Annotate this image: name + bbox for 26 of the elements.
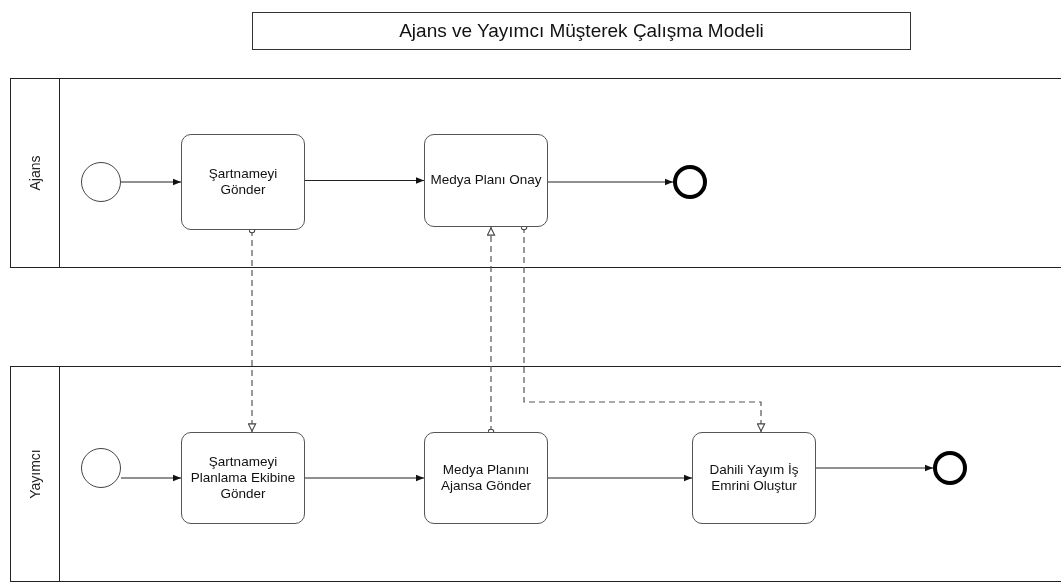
sequence-flow-arrow <box>547 474 693 482</box>
sequence-flow-arrow <box>120 178 182 186</box>
diagram-title: Ajans ve Yayımcı Müşterek Çalışma Modeli <box>399 20 764 42</box>
sequence-flow-arrow <box>304 474 425 482</box>
start-event-circle <box>81 448 121 488</box>
task-box <box>424 432 548 524</box>
sequence-flow-arrow <box>547 178 674 186</box>
sequence-flow-arrow <box>120 474 182 482</box>
lane-label: Ajans <box>27 155 43 191</box>
task-label: Medya Planını Ajansa Gönder <box>439 461 533 495</box>
start-event-circle <box>81 162 121 202</box>
task-label: Dahili Yayım İş Emrini Oluştur <box>708 461 800 495</box>
task-label: Şartnameyi Planlama Ekibine Gönder <box>189 453 297 503</box>
swimlane-pool <box>10 366 1061 582</box>
swimlane-pool <box>10 78 1061 268</box>
task-box <box>181 134 305 230</box>
task-label: Şartnameyi Gönder <box>207 165 279 199</box>
task-box <box>692 432 816 524</box>
lane-label: Yayımcı <box>27 449 43 499</box>
sequence-flow-arrow <box>304 177 425 184</box>
task-box <box>424 134 548 227</box>
task-box <box>181 432 305 524</box>
end-event-circle <box>933 451 967 485</box>
end-event-circle <box>673 165 707 199</box>
task-label: Medya Planı Onay <box>430 172 542 189</box>
sequence-flow-arrow <box>815 464 934 472</box>
